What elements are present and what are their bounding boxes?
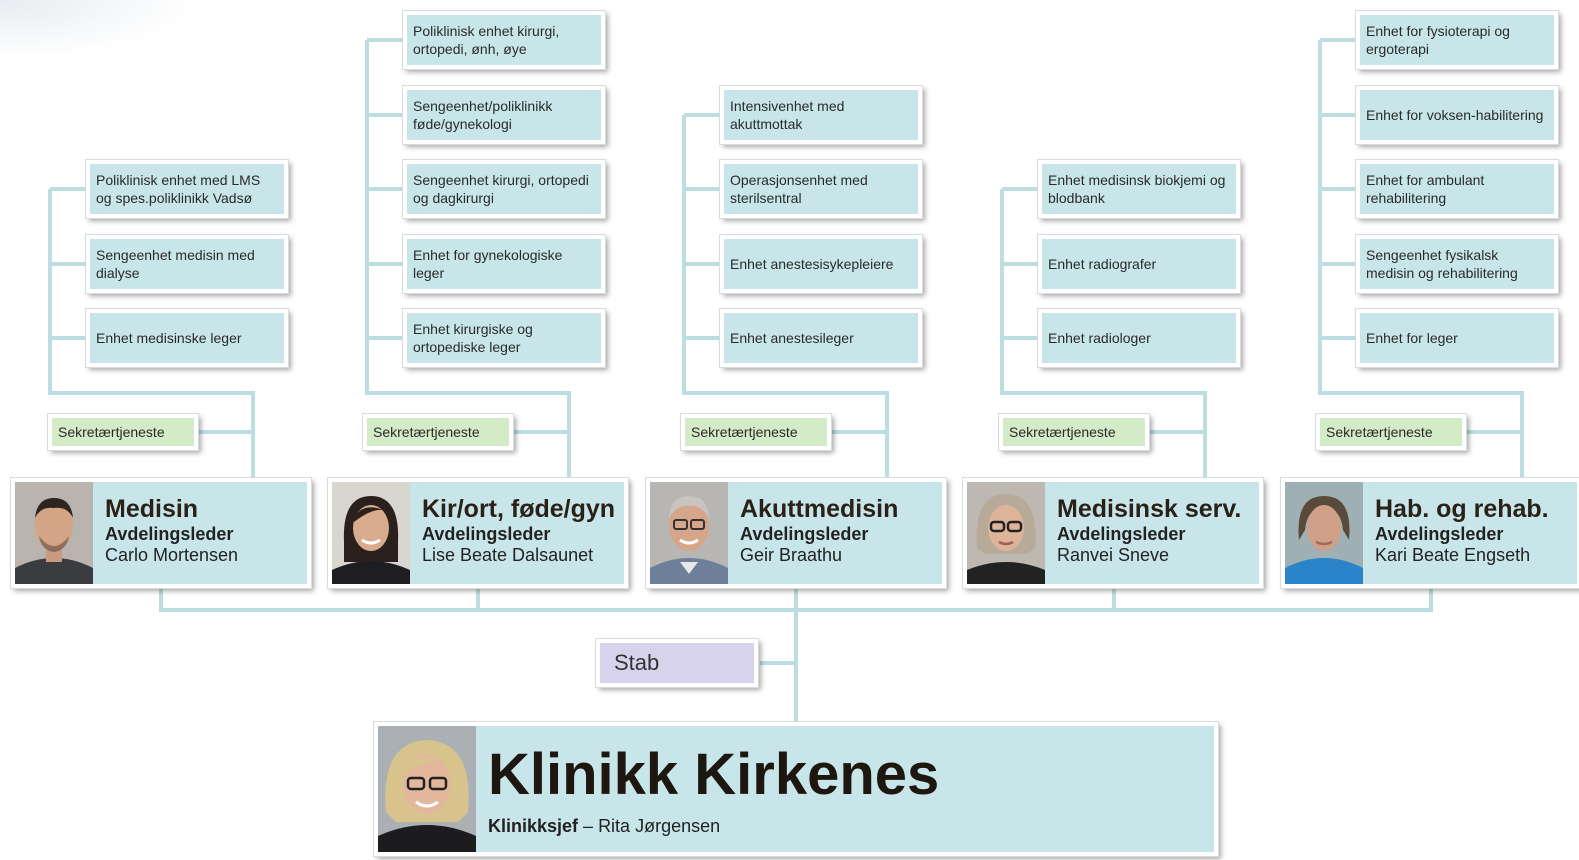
portrait-photo [967,482,1045,584]
unit-box: Enhet for fysioterapi og ergoterapi [1355,10,1559,70]
unit-box: Enhet for gynekologiske leger [402,234,606,294]
department-box-kirort: Kir/ort, føde/gyn Avdelingsleder Lise Be… [327,477,629,589]
leader-name: Carlo Mortensen [105,545,239,565]
department-box-medisin: Medisin Avdelingsleder Carlo Mortensen [10,477,312,589]
connector-habrehab-units [1318,40,1524,478]
department-box-hab-rehab: Hab. og rehab. Avdelingsleder Kari Beate… [1280,477,1579,589]
unit-box: Enhet medisinske leger [85,308,289,368]
department-name: Akuttmedisin [740,495,899,523]
connector-kirort-branches [367,38,403,340]
portrait-photo [15,482,93,584]
secretary-box: Sekretærtjeneste [1315,413,1467,451]
connector-medserv-units [1000,189,1207,478]
secretary-box: Sekretærtjeneste [680,413,832,451]
clinic-box: Klinikk Kirkenes Klinikksjef – Rita Jørg… [373,721,1219,857]
unit-box: Enhet for leger [1355,308,1559,368]
leader-name: Ranvei Sneve [1057,545,1170,565]
connector-habrehab-branches [1320,38,1356,340]
department-name: Hab. og rehab. [1375,495,1549,523]
clinic-person: Rita Jørgensen [598,816,721,836]
unit-box: Intensivenhet med akuttmottak [719,85,923,145]
secretary-box: Sekretærtjeneste [47,413,199,451]
connector-kirort-units [365,40,571,478]
connector-akutt-branches [684,113,720,340]
portrait-photo [332,482,410,584]
unit-box: Enhet anestesileger [719,308,923,368]
connector-medisin-branches [50,187,86,340]
stab-label: Stab [614,650,660,675]
department-name: Medisinsk serv. [1057,495,1242,523]
unit-box: Sengeenhet kirurgi, ortopedi og dagkirur… [402,159,606,219]
clinic-leader: Klinikksjef – Rita Jørgensen [488,816,939,837]
background-glow [0,0,200,60]
unit-box: Poliklinisk enhet kirurgi, ortopedi, ønh… [402,10,606,70]
unit-box: Enhet for ambulant rehabilitering [1355,159,1559,219]
leader-role: Avdelingsleder [1057,524,1186,544]
unit-box: Enhet radiografer [1037,234,1241,294]
unit-box: Enhet anestesisykepleiere [719,234,923,294]
portrait-photo [1285,482,1363,584]
leader-role: Avdelingsleder [740,524,869,544]
department-name: Medisin [105,495,199,523]
connector-medisin-units [48,189,255,478]
leader-name: Geir Braathu [740,545,843,565]
unit-box: Enhet radiologer [1037,308,1241,368]
unit-box: Sengeenhet medisin med dialyse [85,234,289,294]
connector-medserv-branches [1002,187,1038,340]
clinic-role: Klinikksjef [488,816,579,836]
unit-box: Poliklinisk enhet med LMS og spes.polikl… [85,159,289,219]
unit-box: Enhet medisinsk biokjemi og blodbank [1037,159,1241,219]
leader-role: Avdelingsleder [105,524,234,544]
unit-box: Enhet for voksen-habilitering [1355,85,1559,145]
stab-box: Stab [595,638,759,688]
leader-role: Avdelingsleder [1375,524,1504,544]
unit-box: Sengeenhet fysikalsk medisin og rehabili… [1355,234,1559,294]
connector-department-bus [159,588,1433,612]
secretary-box: Sekretærtjeneste [998,413,1150,451]
portrait-photo [378,726,476,852]
portrait-photo [650,482,728,584]
clinic-separator: – [578,816,599,836]
unit-box: Enhet kirurgiske og ortopediske leger [402,308,606,368]
unit-box: Operasjonsenhet med sterilsentral [719,159,923,219]
unit-box: Sengeenhet/poliklinikk føde/gynekologi [402,85,606,145]
secretary-box: Sekretærtjeneste [362,413,514,451]
clinic-title: Klinikk Kirkenes [488,742,940,807]
leader-role: Avdelingsleder [422,524,551,544]
connector-akutt-units [682,115,889,478]
leader-name: Kari Beate Engseth [1375,545,1531,565]
department-box-akuttmedisin: Akuttmedisin Avdelingsleder Geir Braathu [645,477,947,589]
leader-name: Lise Beate Dalsaunet [422,545,594,565]
department-name: Kir/ort, føde/gyn [422,495,616,523]
department-box-medisinsk-serv: Medisinsk serv. Avdelingsleder Ranvei Sn… [962,477,1264,589]
